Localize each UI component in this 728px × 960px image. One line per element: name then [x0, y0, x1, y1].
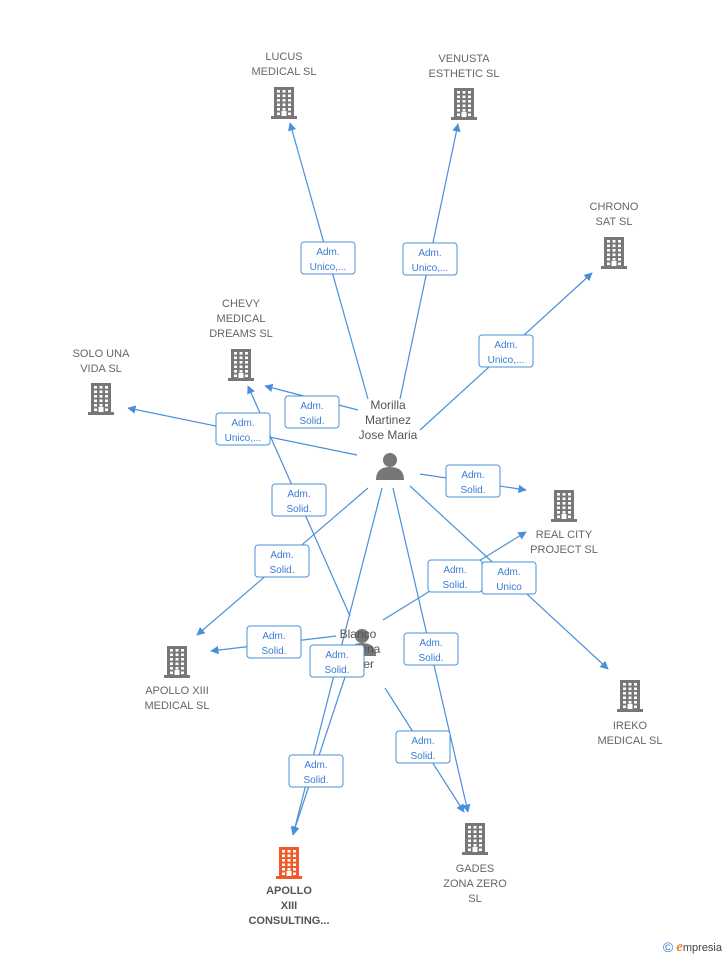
edge-label-text: Unico,... [225, 433, 262, 444]
edge-label-text: Solid. [269, 565, 294, 576]
building-icon[interactable] [462, 823, 488, 855]
edge-label-morilla-chrono[interactable]: Adm. Unico,... [478, 334, 534, 368]
edge-label-text: Adm. [494, 340, 517, 351]
person-icon[interactable] [376, 453, 404, 480]
edge-label-morilla-ireko[interactable]: Adm. Unico [481, 561, 537, 595]
person-label-morilla[interactable]: Jose Maria [359, 428, 418, 442]
edge-label-text: Adm. [300, 401, 323, 412]
edge-label-blanco-gades[interactable]: Adm. Solid. [395, 730, 451, 764]
building-icon[interactable] [228, 349, 254, 381]
building-icon[interactable] [271, 87, 297, 119]
edge-label-text: Adm. [287, 489, 310, 500]
edge-label-blanco-apollo_cons-alt[interactable]: Adm. Solid. [309, 644, 365, 678]
company-label-venusta[interactable]: VENUSTA [438, 53, 490, 65]
person-label-blanco[interactable]: Blanco [340, 627, 377, 641]
edge-label-text: Adm. [419, 638, 442, 649]
building-icon[interactable] [88, 383, 114, 415]
building-icon[interactable] [276, 847, 302, 879]
company-label-solo[interactable]: VIDA SL [80, 363, 122, 375]
company-label-solo[interactable]: SOLO UNA [73, 348, 131, 360]
edge-label-text: Adm. [270, 550, 293, 561]
person-label-morilla[interactable]: Morilla [370, 398, 406, 412]
company-label-ireko[interactable]: MEDICAL SL [597, 735, 662, 747]
edge-label-text: Solid. [286, 504, 311, 515]
edge-label-text: Adm. [497, 567, 520, 578]
edge-label-blanco-chevy[interactable]: Adm. Solid. [271, 483, 327, 517]
company-label-chrono[interactable]: SAT SL [596, 216, 633, 228]
company-label-apollo_cons[interactable]: XIII [281, 900, 298, 912]
edge-label-text: Adm. [231, 418, 254, 429]
building-icon[interactable] [617, 680, 643, 712]
edge-label-text: Solid. [460, 485, 485, 496]
edge-label-morilla-realcity[interactable]: Adm. Solid. [445, 464, 501, 498]
brand-footer[interactable]: © empresia [663, 939, 722, 956]
company-label-apollo_med[interactable]: MEDICAL SL [144, 700, 209, 712]
edge-label-morilla-solo[interactable]: Adm. Unico,... [215, 412, 271, 446]
edge-label-text: Adm. [262, 631, 285, 642]
company-label-chevy[interactable]: MEDICAL [217, 313, 266, 325]
person-label-morilla[interactable]: Martinez [365, 413, 411, 427]
company-label-venusta[interactable]: ESTHETIC SL [429, 68, 500, 80]
company-label-gades[interactable]: GADES [456, 863, 495, 875]
building-icon[interactable] [451, 88, 477, 120]
company-label-apollo_cons[interactable]: CONSULTING... [248, 915, 329, 927]
company-label-lucus[interactable]: MEDICAL SL [251, 66, 316, 78]
edge-blanco-apollo_cons [291, 661, 351, 835]
company-label-gades[interactable]: ZONA ZERO [443, 878, 507, 890]
edge-label-morilla-apollo_med[interactable]: Adm. Solid. [254, 544, 310, 578]
edge-label-text: Solid. [410, 751, 435, 762]
edge-label-morilla-gades[interactable]: Adm. Solid. [403, 632, 459, 666]
edge-label-text: Solid. [261, 646, 286, 657]
edge-label-text: Solid. [442, 580, 467, 591]
edge-label-text: Adm. [304, 760, 327, 771]
building-icon[interactable] [164, 646, 190, 678]
edge-label-text: Unico,... [412, 263, 449, 274]
edge-label-text: Unico,... [488, 355, 525, 366]
edge-label-blanco-apollo_med[interactable]: Adm. Solid. [246, 625, 302, 659]
company-label-apollo_med[interactable]: APOLLO XIII [145, 685, 209, 697]
edge-label-morilla-venusta[interactable]: Adm. Unico,... [402, 242, 458, 276]
edge-label-text: Solid. [303, 775, 328, 786]
building-icon[interactable] [551, 490, 577, 522]
company-label-apollo_cons[interactable]: APOLLO [266, 885, 312, 897]
company-label-chevy[interactable]: CHEVY [222, 298, 261, 310]
edge-label-morilla-lucus[interactable]: Adm. Unico,... [300, 241, 356, 275]
building-icon[interactable] [601, 237, 627, 269]
edge-label-text: Adm. [325, 650, 348, 661]
edge-label-text: Unico [496, 582, 522, 593]
edge-label-text: Solid. [324, 665, 349, 676]
edge-label-text: Adm. [316, 247, 339, 258]
edge-label-text: Adm. [461, 470, 484, 481]
company-label-lucus[interactable]: LUCUS [265, 51, 302, 63]
company-label-realcity[interactable]: PROJECT SL [530, 544, 598, 556]
company-label-chevy[interactable]: DREAMS SL [209, 328, 273, 340]
company-label-ireko[interactable]: IREKO [613, 720, 648, 732]
brand-logo-initial: e [676, 939, 683, 955]
brand-name: mpresia [682, 942, 722, 954]
edge-label-blanco-realcity[interactable]: Adm. Solid. [427, 559, 483, 593]
edge-label-text: Adm. [418, 248, 441, 259]
edge-label-text: Adm. [411, 736, 434, 747]
company-label-realcity[interactable]: REAL CITY [536, 529, 593, 541]
edge-label-blanco-apollo_cons[interactable]: Adm. Solid. [288, 754, 344, 788]
company-label-gades[interactable]: SL [468, 893, 481, 905]
copyright-icon: © [662, 939, 674, 955]
edge-label-text: Solid. [299, 416, 324, 427]
edge-label-text: Solid. [418, 653, 443, 664]
company-label-chrono[interactable]: CHRONO [590, 201, 639, 213]
edge-label-morilla-chevy[interactable]: Adm. Solid. [284, 395, 340, 429]
edge-label-text: Adm. [443, 565, 466, 576]
edge-label-text: Unico,... [310, 262, 347, 273]
